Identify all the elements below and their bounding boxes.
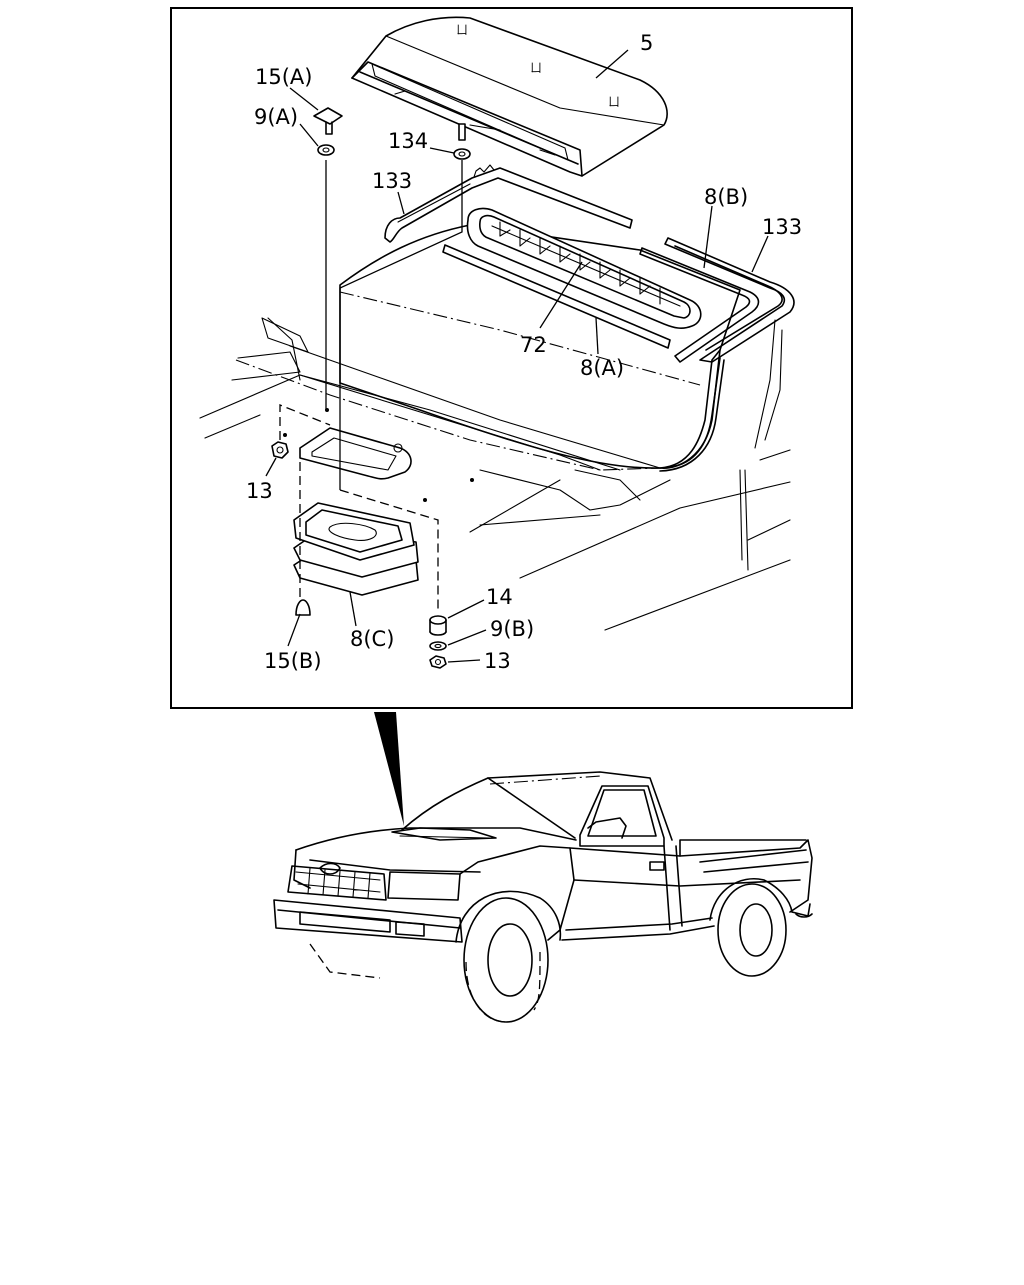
washer-9b (429, 641, 447, 651)
svg-text:ㄩ: ㄩ (456, 23, 468, 37)
seal-strip-right (664, 237, 795, 363)
callout-8c: 8(C) (350, 627, 394, 651)
callout-13-right: 13 (484, 649, 511, 673)
callout-9b: 9(B) (490, 617, 534, 641)
gasket-c (293, 502, 419, 596)
seal-strip-left (384, 164, 633, 243)
svg-text:ㄩ: ㄩ (608, 95, 620, 109)
clip-15b (295, 599, 311, 616)
weatherstrip-b (639, 247, 760, 363)
scoop-grille (466, 207, 702, 329)
callout-134: 134 (388, 129, 428, 153)
callout-15b: 15(B) (264, 649, 322, 673)
mounting-plate (299, 427, 412, 480)
callout-9a: 9(A) (254, 105, 298, 129)
pickup-truck-overview (273, 771, 813, 1023)
callout-14: 14 (486, 585, 513, 609)
hood-scoop-cover: ㄩ ㄩ ㄩ (351, 16, 668, 177)
stud-134 (453, 123, 471, 160)
nut-13-right (429, 655, 447, 669)
callout-8a: 8(A) (580, 356, 624, 380)
callout-133-left: 133 (372, 169, 412, 193)
spacer-14 (429, 615, 447, 636)
nut-13-left (271, 441, 289, 459)
assembly-lines (279, 160, 463, 610)
callout-13-left: 13 (246, 479, 273, 503)
hood-panel (199, 224, 791, 631)
weatherstrip-a (442, 244, 671, 349)
callout-133-right: 133 (762, 215, 802, 239)
bolt-15a (313, 107, 343, 135)
callout-5: 5 (640, 31, 653, 55)
callout-8b: 8(B) (704, 185, 748, 209)
leader-lines (265, 49, 769, 663)
detail-frame (170, 7, 853, 709)
location-pointer (374, 712, 404, 826)
svg-text:ㄩ: ㄩ (530, 61, 542, 75)
callout-15a: 15(A) (255, 65, 312, 89)
callout-labels: 5 15(A) 9(A) 134 133 8(B) 133 72 8(A) 13… (246, 31, 802, 673)
callout-72: 72 (520, 333, 547, 357)
washer-9a (317, 144, 335, 156)
